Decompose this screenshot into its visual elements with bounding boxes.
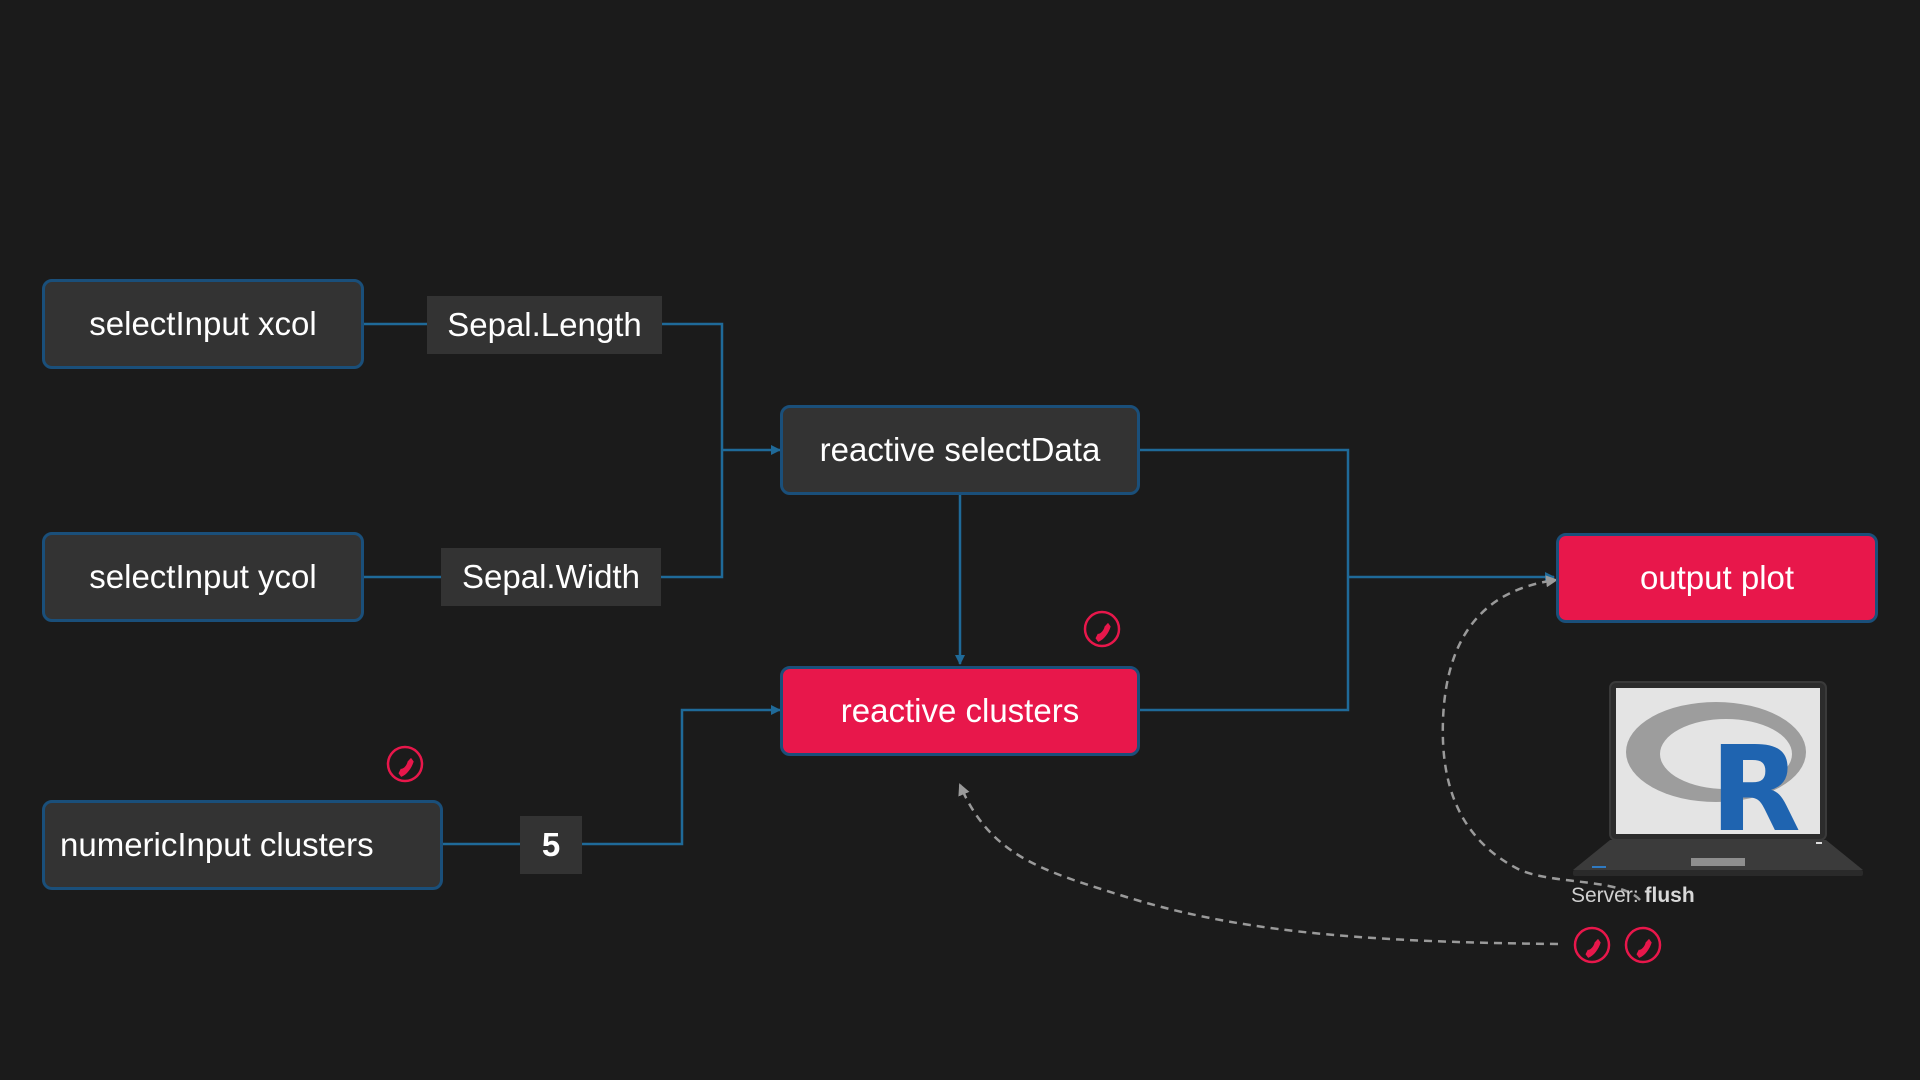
connector-clusters-to-plot [1140, 577, 1350, 712]
phone-call-icon [1624, 926, 1662, 964]
reactive-selectdata-label: reactive selectData [819, 431, 1101, 468]
output-plot-label: output plot [1639, 559, 1795, 596]
server-label-status: flush [1644, 884, 1695, 907]
reactive-selectdata-node[interactable]: reactive selectData [780, 405, 1140, 495]
connector-clusters-input [442, 710, 780, 846]
clusters-value: 5 [520, 816, 582, 874]
numericinput-clusters-node[interactable]: numericInput clusters [42, 800, 443, 890]
numericinput-clusters-label: numericInput clusters [60, 826, 374, 863]
server-status-label: Server: flush [1571, 884, 1695, 908]
connector-selectdata-to-plot [1140, 448, 1350, 577]
dashed-flush-to-plot [1441, 575, 1641, 901]
selectinput-xcol-node[interactable]: selectInput xcol [42, 279, 364, 369]
reactive-clusters-node[interactable]: reactive clusters [780, 666, 1140, 756]
connector-xcol [362, 322, 724, 450]
r-logo: R [1626, 702, 1806, 858]
phone-call-icon [1083, 610, 1121, 648]
selectinput-xcol-label: selectInput xcol [89, 305, 317, 342]
connector-ycol [362, 450, 724, 579]
phone-call-icon [386, 745, 424, 783]
selectinput-ycol-label: selectInput ycol [89, 558, 317, 595]
dashed-flush-to-clusters [958, 783, 1559, 946]
xcol-value: Sepal.Length [427, 296, 662, 354]
server-label-prefix: Server: [1571, 884, 1639, 907]
phone-call-icon [1573, 926, 1611, 964]
laptop-server-icon: R [1573, 681, 1863, 876]
ycol-value: Sepal.Width [441, 548, 661, 606]
output-plot-node[interactable]: output plot [1556, 533, 1878, 623]
reactive-clusters-label: reactive clusters [840, 692, 1080, 729]
svg-text:R: R [1710, 720, 1801, 858]
selectinput-ycol-node[interactable]: selectInput ycol [42, 532, 364, 622]
